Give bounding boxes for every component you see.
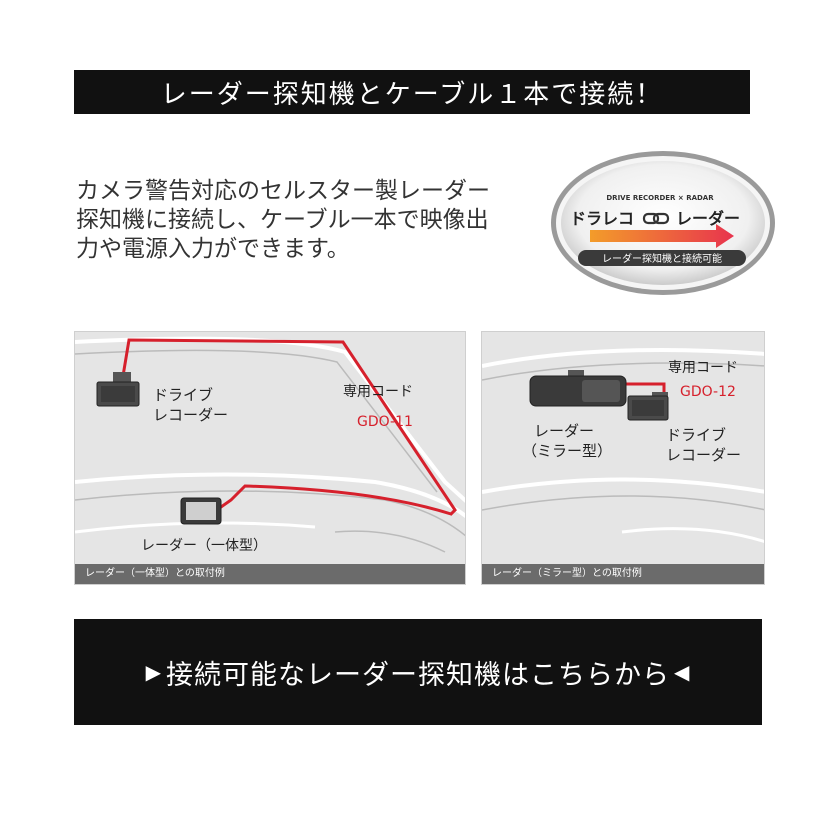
cord-label: 専用コード xyxy=(668,360,738,376)
arrow-right-icon xyxy=(590,224,734,248)
logo-badge-graphic: DRIVE RECORDER × RADAR ドラレコ レーダー レーダー探知機… xyxy=(551,151,775,295)
logo-footer-text: レーダー探知機と接続可能 xyxy=(602,252,722,265)
example-mirror-panel: 専用コード GDO-12 レーダー （ミラー型） ドライブ レコーダー レーダー… xyxy=(481,331,765,585)
radar-label: レーダー xyxy=(534,422,594,440)
compatible-radar-link-button[interactable]: ▶ 接続可能なレーダー探知機はこちらから ◀ xyxy=(74,619,762,725)
feature-description: カメラ警告対応のセルスター製レーダー 探知機に接続し、ケーブル一本で映像出 力や… xyxy=(76,177,536,264)
logo-title-left: ドラレコ xyxy=(570,209,634,228)
radar-label: （ミラー型） xyxy=(522,442,612,460)
cord-model: GDO-11 xyxy=(357,414,413,430)
cable-gdo-12 xyxy=(620,382,666,394)
drive-recorder-device xyxy=(627,392,669,421)
radar-label: レーダー（一体型） xyxy=(141,538,267,554)
cable-gdo-11 xyxy=(121,338,457,516)
cord-model: GDO-12 xyxy=(680,384,736,400)
integrated-install-illustration: ドライブ レコーダー 専用コード GDO-11 レーダー（一体型） xyxy=(75,336,465,554)
mirror-install-illustration: 専用コード GDO-12 レーダー （ミラー型） ドライブ レコーダー xyxy=(482,348,764,543)
description-line: 力や電源入力ができます。 xyxy=(76,236,350,262)
panel-caption: レーダー（ミラー型）との取付例 xyxy=(482,564,764,584)
mirror-radar-device xyxy=(529,370,627,407)
logo-subtitle: DRIVE RECORDER × RADAR xyxy=(606,194,714,202)
chain-link-icon xyxy=(642,212,670,225)
triangle-right-icon: ▶ xyxy=(145,660,162,684)
recorder-label: レコーダー xyxy=(153,406,228,424)
triangle-left-icon: ◀ xyxy=(674,660,691,684)
recorder-label: レコーダー xyxy=(666,446,741,464)
example-integrated-panel: ドライブ レコーダー 専用コード GDO-11 レーダー（一体型） レーダー（一… xyxy=(74,331,466,585)
page-title-text: レーダー探知機とケーブル１本で接続！ xyxy=(160,79,664,110)
drive-recorder-device xyxy=(96,372,140,407)
recorder-label: ドライブ xyxy=(153,386,213,404)
drarec-radar-logo: DRIVE RECORDER × RADAR ドラレコ レーダー レーダー探知機… xyxy=(548,148,778,298)
page-title: レーダー探知機とケーブル１本で接続！ xyxy=(74,70,750,114)
description-line: カメラ警告対応のセルスター製レーダー xyxy=(76,178,490,204)
cord-label: 専用コード xyxy=(343,384,413,400)
cta-text: 接続可能なレーダー探知機はこちらから xyxy=(166,659,670,691)
logo-title-right: レーダー xyxy=(676,209,740,228)
recorder-label: ドライブ xyxy=(666,426,726,444)
logo-footer-bg xyxy=(578,250,746,266)
integrated-radar-device xyxy=(180,497,222,525)
description-line: 探知機に接続し、ケーブル一本で映像出 xyxy=(76,207,489,233)
panel-caption: レーダー（一体型）との取付例 xyxy=(75,564,465,584)
